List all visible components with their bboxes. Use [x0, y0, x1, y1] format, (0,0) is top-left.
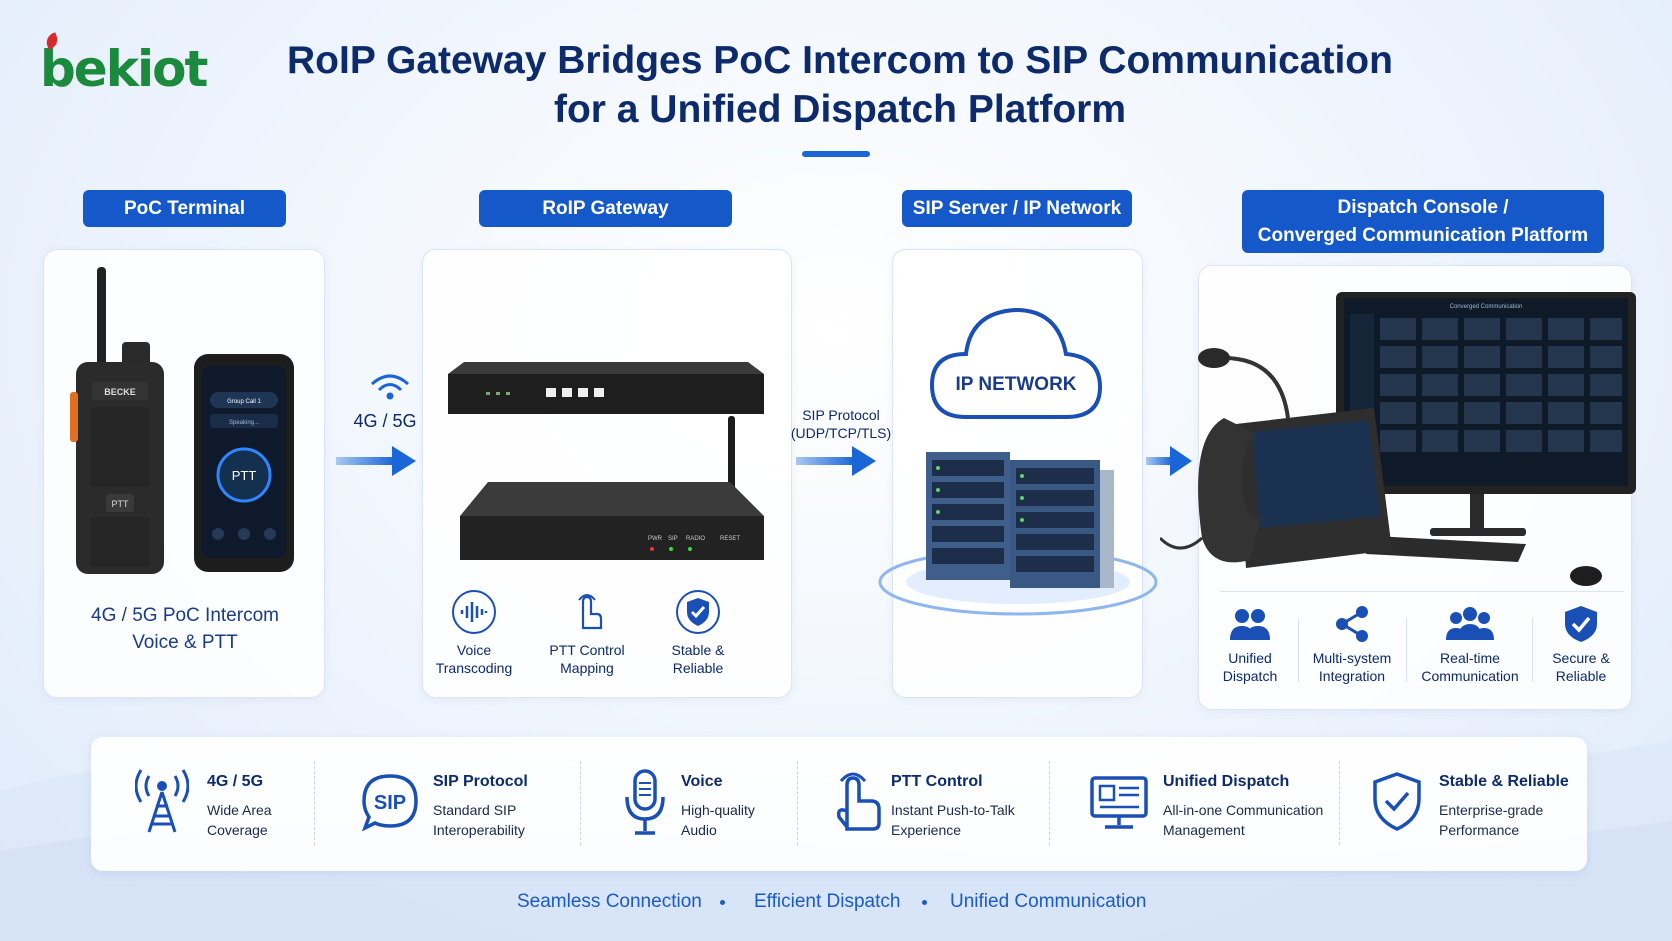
svg-text:SIP: SIP	[374, 792, 406, 814]
poc-phone-device: Group Call 1 Speaking... PTT	[194, 354, 294, 572]
shield-check-icon	[1565, 606, 1597, 642]
dispatch-divider	[1406, 618, 1407, 682]
arrow-right-icon	[336, 446, 416, 476]
title-underline	[802, 151, 870, 157]
wifi-icon	[371, 374, 409, 400]
gateway-rack-device	[448, 362, 764, 414]
dispatch-divider	[1298, 618, 1299, 682]
bekiot-logo: bekiot	[40, 32, 208, 98]
dispatch-feature-rule	[1220, 591, 1624, 592]
arrow-net-label: 4G / 5G	[353, 411, 417, 431]
waveform-icon	[452, 590, 496, 634]
shield-check-icon	[1373, 772, 1421, 831]
gateway-radio-label: RADIO	[686, 536, 705, 542]
label-roip-gateway: RoIP Gateway	[479, 190, 732, 227]
footer-dot	[720, 900, 725, 905]
people-icon	[1446, 607, 1494, 640]
phone-group-text: Group Call 1	[227, 399, 261, 405]
dispatch-console-device: Converged Communication	[1160, 292, 1636, 586]
bottom-separator	[1339, 761, 1340, 845]
bottom-feature-title: Stable & Reliable	[1439, 773, 1569, 790]
bottom-feature-title: 4G / 5G	[207, 773, 264, 790]
gateway-box-device: PWR SIP RADIO RESET	[460, 416, 764, 560]
gateway-pwr-label: PWR	[648, 536, 663, 542]
shield-check-icon	[676, 590, 720, 634]
bottom-feature-title: Voice	[681, 773, 723, 790]
gateway-sip-label: SIP	[668, 536, 678, 542]
bottom-separator	[580, 761, 581, 845]
poc-radio-device: BECKE PTT	[70, 267, 164, 574]
bottom-separator	[1049, 761, 1050, 845]
hand-touch-icon	[578, 594, 603, 630]
arrow-sip-label: SIP Protocol(UDP/TCP/TLS)	[790, 407, 892, 441]
gw-feature-stable: Stable &Reliable	[648, 588, 748, 677]
group-icon	[1230, 609, 1270, 640]
antenna-tower-icon	[135, 769, 189, 833]
sip-bubble-icon: SIP	[362, 774, 418, 831]
radio-brand-text: BECKE	[104, 387, 136, 397]
phone-status-text: Speaking...	[229, 420, 259, 426]
title-line-2: for a Unified Dispatch Platform	[553, 88, 1127, 131]
poc-caption: 4G / 5G PoC Intercom Voice & PTT	[91, 605, 279, 653]
label-sip-server: SIP Server / IP Network	[902, 190, 1132, 227]
footer-item: Seamless Connection	[517, 891, 702, 912]
monitor-dashboard-icon	[1090, 776, 1148, 829]
dispatch-feature-secure: Secure &Reliable	[1536, 604, 1626, 685]
monitor-header-text: Converged Communication	[1450, 304, 1523, 310]
bottom-feature-title: SIP Protocol	[433, 773, 528, 790]
bottom-feature-title: PTT Control	[891, 773, 983, 790]
arrow-right-icon	[796, 446, 876, 476]
cloud-text: IP NETWORK	[955, 374, 1076, 395]
microphone-icon	[625, 769, 665, 835]
arrow-right-icon	[1146, 446, 1192, 476]
footer-item: Efficient Dispatch	[754, 891, 901, 912]
footer-dot	[922, 900, 927, 905]
label-poc-terminal: PoC Terminal	[83, 190, 286, 227]
cloud-icon: IP NETWORK	[929, 307, 1103, 419]
bottom-separator	[797, 761, 798, 845]
dispatch-divider	[1532, 618, 1533, 682]
label-dispatch-console: Dispatch Console / Converged Communicati…	[1242, 190, 1604, 253]
bottom-feature-title: Unified Dispatch	[1163, 773, 1290, 790]
bottom-separator	[314, 761, 315, 845]
logo-text: bekiot	[40, 40, 208, 98]
server-rack-icon	[878, 452, 1158, 616]
hand-touch-icon	[836, 772, 881, 831]
radio-ptt-text: PTT	[112, 499, 130, 509]
footer-item: Unified Communication	[950, 891, 1147, 912]
share-nodes-icon	[1336, 606, 1368, 642]
title-line-1: RoIP Gateway Bridges PoC Intercom to SIP…	[287, 39, 1393, 82]
gateway-reset-label: RESET	[720, 536, 740, 542]
bottom-feature-dispatch: Unified Dispatch All-in-one Communicatio…	[1089, 737, 1339, 871]
phone-ptt-text: PTT	[232, 468, 257, 483]
page-title: RoIP Gateway Bridges PoC Intercom to SIP…	[260, 36, 1420, 134]
